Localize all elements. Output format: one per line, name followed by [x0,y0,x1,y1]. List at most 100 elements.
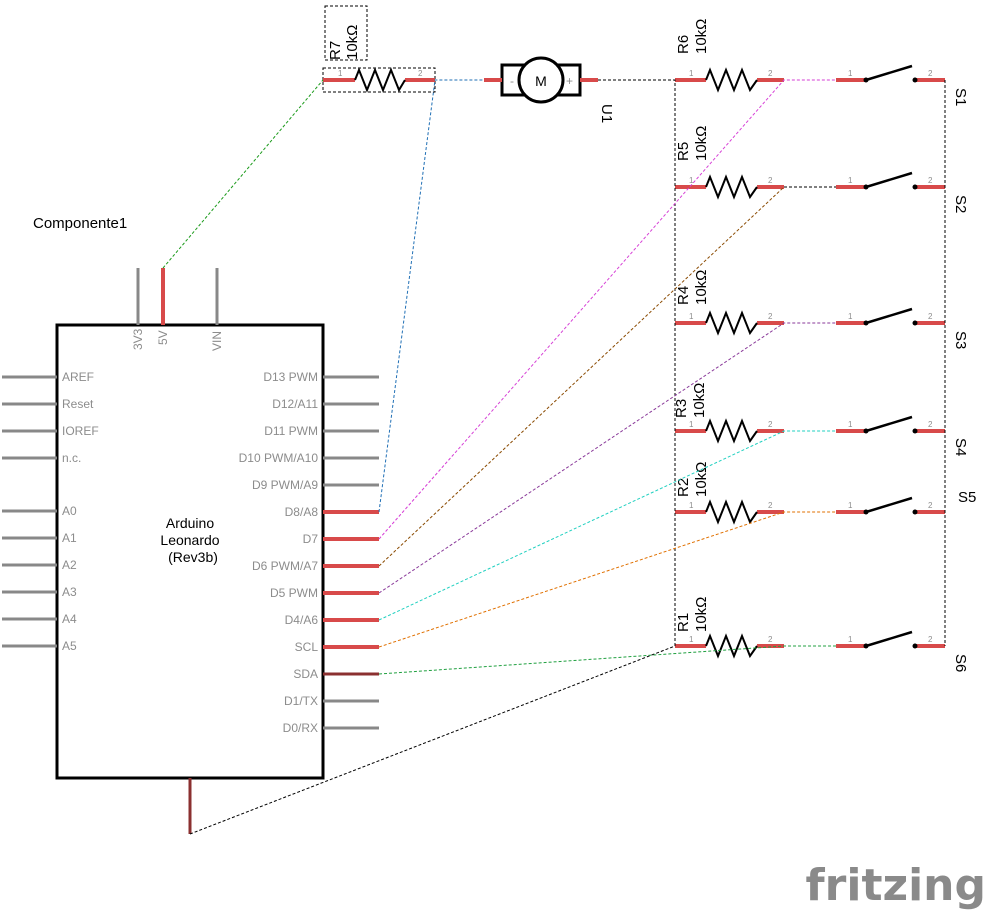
r6-pin-1-num: 1 [689,69,694,78]
r5-pin-1-num: 1 [689,176,694,185]
r6-ref: R6 [675,35,692,54]
pin-label-3v3: 3V3 [131,328,145,350]
motor-minus: - [510,74,514,88]
wires [162,79,946,835]
pin-label-d0: D0/RX [283,721,318,735]
left-pin-group: AREF Reset IOREF n.c. A0 A1 A2 A3 A4 A5 [2,370,99,653]
s3-pin-2-num: 2 [928,312,933,321]
r6-pin-2-num: 2 [768,69,773,78]
s1-pin-2-num: 2 [928,69,933,78]
r2-pin-1-num: 1 [689,501,694,510]
board-instance-label: Componente1 [33,215,127,232]
resistor-r2[interactable]: 1 2 R2 10kΩ [675,462,784,525]
resistor-r4[interactable]: 1 2 R4 10kΩ [675,270,784,336]
s6-pin-1-num: 1 [848,635,853,644]
wire-scl-to-s5[interactable] [378,511,836,648]
r6-value: 10kΩ [693,19,710,54]
switch-s1[interactable]: 1 2 S1 [836,64,969,106]
wire-d5-to-s3[interactable] [378,322,836,594]
s4-ref: S4 [952,438,969,456]
resistor-r6[interactable]: 1 2 R6 10kΩ [675,19,784,93]
s6-ref: S6 [952,654,969,672]
pin-label-d10: D10 PWM/A10 [239,451,319,465]
pin-label-a5: A5 [62,639,77,653]
wire-d8-to-motor[interactable] [378,79,484,513]
pin-label-vin: VIN [210,331,224,351]
r4-pin-2-num: 2 [768,312,773,321]
pin-label-d9: D9 PWM/A9 [252,478,318,492]
wire-d6-to-s2[interactable] [378,186,785,567]
board-name-line-1: Arduino [166,515,214,531]
pin-label-a4: A4 [62,612,77,626]
pin-label-a0: A0 [62,504,77,518]
pin-label-a2: A2 [62,558,77,572]
resistor-r1[interactable]: 1 2 R1 10kΩ [675,597,784,659]
s1-ref: S1 [952,88,969,106]
r1-ref: R1 [675,613,692,632]
r4-ref: R4 [675,286,692,305]
pin-label-reset: Reset [62,397,94,411]
resistor-r5[interactable]: 1 2 R5 10kΩ [675,126,784,200]
r5-pin-2-num: 2 [768,176,773,185]
s4-pin-1-num: 1 [848,420,853,429]
s2-pin-2-num: 2 [928,176,933,185]
motor-plus: + [566,74,573,88]
r7-ref: R7 [327,41,344,60]
pin-label-5v: 5V [156,330,170,345]
pin-label-scl: SCL [295,640,319,654]
r7-value: 10kΩ [344,25,361,60]
r7-pin-1-num: 1 [338,69,343,78]
r1-pin-1-num: 1 [689,635,694,644]
switch-s2[interactable]: 1 2 S2 [836,171,969,213]
wire-gnd-to-r1[interactable] [189,645,676,835]
pin-label-d12: D12/A11 [272,397,318,411]
r7-pin-2-num: 2 [418,69,423,78]
pin-label-nc: n.c. [62,451,81,465]
s2-pin-1-num: 1 [848,176,853,185]
motor-ref: U1 [598,104,615,123]
wire-sda-to-s6[interactable] [378,645,836,675]
switch-s4[interactable]: 1 2 S4 [836,415,969,456]
wire-d7-to-s1[interactable] [378,79,836,540]
s2-ref: S2 [952,195,969,213]
switch-s3[interactable]: 1 2 S3 [836,307,969,349]
pin-label-d1: D1/TX [284,694,318,708]
r1-value: 10kΩ [693,597,710,632]
r3-pin-1-num: 1 [689,420,694,429]
r2-pin-2-num: 2 [768,501,773,510]
r2-ref: R2 [675,478,692,497]
pin-label-a3: A3 [62,585,77,599]
s5-ref: S5 [958,489,976,506]
wire-5v-to-r7[interactable] [162,79,324,269]
r1-pin-2-num: 2 [768,635,773,644]
pin-label-ioref: IOREF [62,424,99,438]
pin-label-d13: D13 PWM [263,370,318,384]
r2-value: 10kΩ [693,462,710,497]
r4-value: 10kΩ [693,270,710,305]
s3-pin-1-num: 1 [848,312,853,321]
pin-label-a1: A1 [62,531,77,545]
wire-motor-to-resistor-bus[interactable] [598,79,676,646]
pin-label-aref: AREF [62,370,94,384]
motor-u1[interactable]: M - + U1 [484,56,615,123]
wire-d4-to-s4[interactable] [378,430,836,621]
switch-s5[interactable]: 1 2 S5 [836,489,976,515]
pin-label-d6: D6 PWM/A7 [252,559,318,573]
arduino-board[interactable]: 3V3 5V VIN Arduino Leonardo (Rev3b) AREF… [2,268,379,834]
board-name-line-2: Leonardo [160,532,219,548]
resistor-r3[interactable]: 1 2 R3 10kΩ [673,383,784,444]
pin-label-sda: SDA [293,667,318,681]
r3-ref: R3 [673,399,690,418]
r3-pin-2-num: 2 [768,420,773,429]
resistor-r7[interactable]: 1 2 R7 10kΩ [322,5,436,93]
r5-ref: R5 [675,142,692,161]
s5-pin-1-num: 1 [848,501,853,510]
fritzing-logo: fritzing [806,860,986,911]
s1-pin-1-num: 1 [848,69,853,78]
right-pin-group: D13 PWM D12/A11 D11 PWM D10 PWM/A10 D9 P… [239,370,379,735]
r5-value: 10kΩ [693,126,710,161]
pin-label-d4: D4/A6 [285,613,319,627]
switch-s6[interactable]: 1 2 S6 [836,630,969,672]
motor-symbol: M [535,73,547,89]
